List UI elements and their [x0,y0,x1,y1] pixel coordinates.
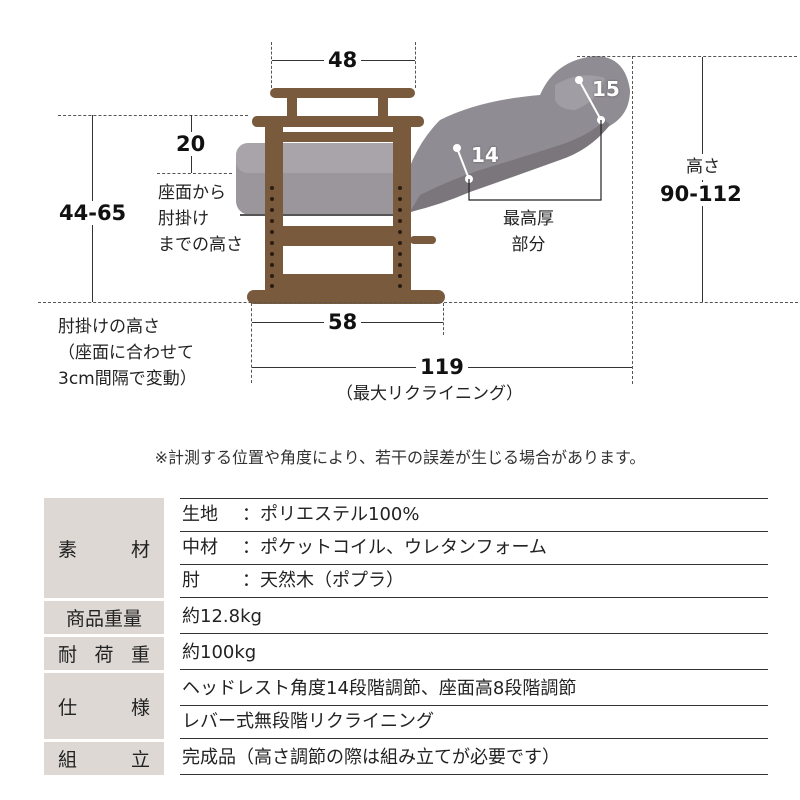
spec-key-features: 仕 様 [44,673,164,739]
spec-row-material: 素 材 生地：ポリエステル100% 中材：ポケットコイル、ウレタンフォーム 肘：… [44,498,768,598]
spec-value: 完成品（高さ調節の際は組み立てが必要です） [180,742,768,775]
spec-key-weight: 商品重量 [44,601,164,634]
spec-row-load: 耐 荷 重 約100kg [44,637,768,670]
spec-value: ヘッドレスト角度14段階調節、座面高8段階調節 [180,673,768,706]
dim-guide [58,115,248,116]
full-length-note: （最大リクライニング） [336,384,523,404]
arm-gap-label: 座面から 肘掛け までの高さ [158,183,243,255]
dim-guide [271,42,272,88]
recliner-chair-illustration [236,56,630,304]
floor-line [38,302,798,303]
top-width-value: 48 [324,48,362,72]
full-length-value: 119 [416,355,468,379]
dim-guide [415,42,416,88]
spec-key-material: 素 材 [44,498,164,598]
spec-value: 生地：ポリエステル100% [180,499,768,532]
spec-value: 約100kg [180,637,768,670]
spec-value: レバー式無段階リクライニング [180,706,768,739]
headrest-cushion-thickness: 15 [592,77,620,101]
spec-row-assembly: 組 立 完成品（高さ調節の際は組み立てが必要です） [44,742,768,775]
dim-guide [443,303,444,335]
dim-guide [632,56,633,384]
spec-value: 約12.8kg [180,601,768,634]
arm-height-note: 肘掛けの高さ （座面に合わせて 3cm間隔で変動） [58,317,197,389]
base-depth-value: 58 [324,310,362,334]
spec-value: 肘：天然木（ポプラ） [180,565,768,598]
dim-guide [251,303,252,383]
seat-cushion-thickness: 14 [471,143,499,167]
height-label: 高さ [684,154,722,180]
spec-table: 素 材 生地：ポリエステル100% 中材：ポケットコイル、ウレタンフォーム 肘：… [44,498,768,778]
spec-row-features: 仕 様 ヘッドレスト角度14段階調節、座面高8段階調節 レバー式無段階リクライニ… [44,673,768,739]
measurement-note: ※計測する位置や角度により、若干の誤差が生じる場合があります。 [154,448,646,467]
height-value: 90-112 [656,182,746,206]
dim-guide [157,173,232,174]
spec-value: 中材：ポケットコイル、ウレタンフォーム [180,532,768,565]
dim-guide [577,56,797,57]
spec-key-load: 耐 荷 重 [44,637,164,670]
spec-key-assembly: 組 立 [44,742,164,775]
spec-row-weight: 商品重量 約12.8kg [44,601,768,634]
arm-height-value: 44-65 [55,201,131,225]
thickest-label: 最高厚 部分 [503,209,554,255]
arm-gap-value: 20 [172,132,210,156]
